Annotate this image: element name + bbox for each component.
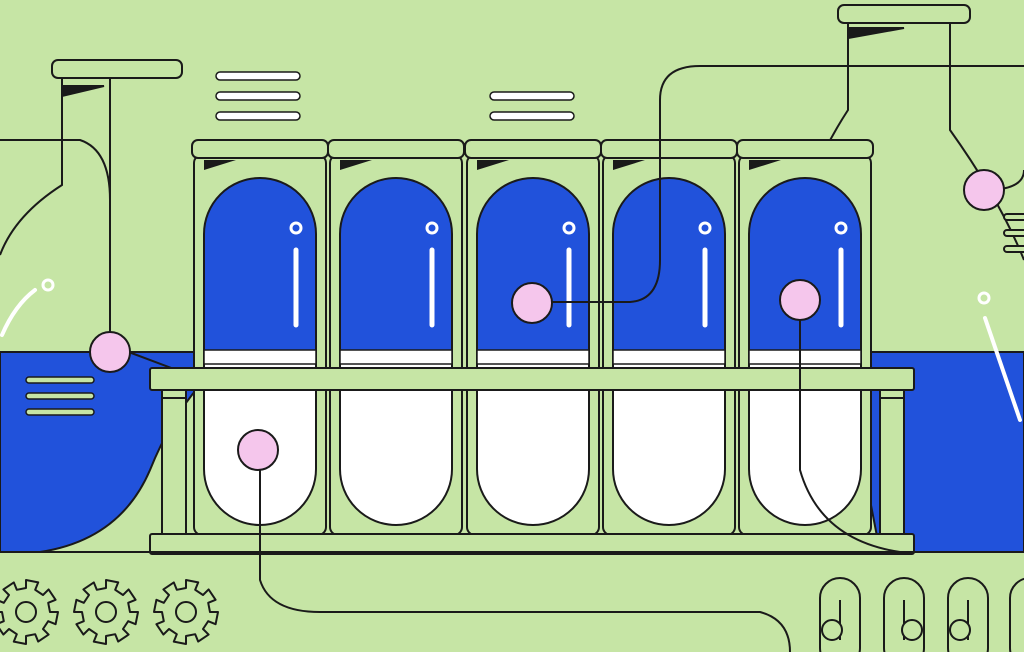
- circuit-node-icon: [237, 429, 279, 471]
- menu-lines-icon: [215, 71, 575, 121]
- capsule-icon: [1009, 577, 1024, 652]
- capsule-icon: [883, 577, 925, 652]
- capsule-icon: [819, 577, 861, 652]
- capsule-icon: [947, 577, 989, 652]
- gear-icon: [153, 579, 219, 645]
- test-tubes: [191, 139, 874, 536]
- circuit-node-icon: [779, 279, 821, 321]
- test-tube-icon: [327, 139, 465, 536]
- circuit-nodes: [89, 169, 1005, 471]
- circuit-node-icon: [963, 169, 1005, 211]
- test-tube-rack-icon: [149, 367, 915, 555]
- circuit-node-icon: [511, 282, 553, 324]
- gear-icon: [73, 579, 139, 645]
- gears: [0, 579, 219, 645]
- test-tube-icon: [464, 139, 602, 536]
- test-tube-icon: [736, 139, 874, 536]
- capsules: [819, 577, 1024, 652]
- round-bottom-flask-icon: [0, 59, 201, 553]
- test-tube-icon: [600, 139, 738, 536]
- gear-icon: [0, 579, 59, 645]
- menu-lines-icon: [25, 376, 95, 416]
- circuit-node-icon: [89, 331, 131, 373]
